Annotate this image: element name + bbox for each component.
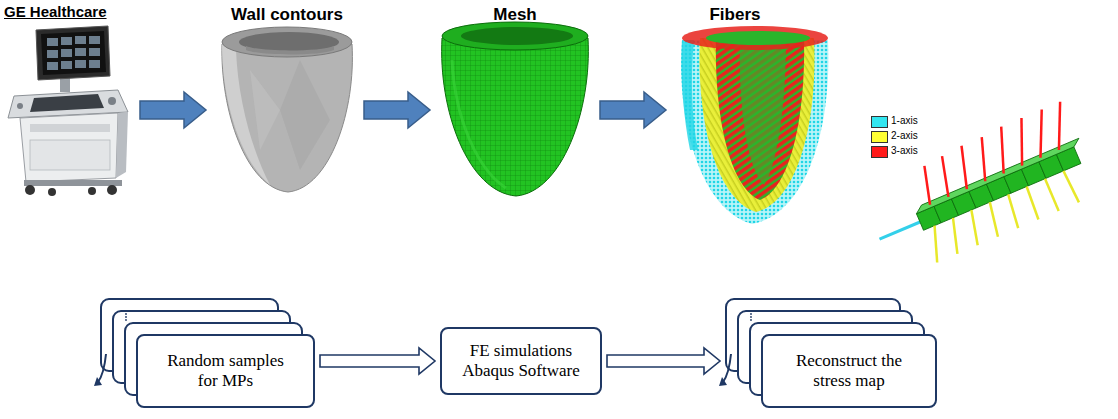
ultrasound-machine	[8, 26, 128, 196]
stack-dots	[125, 313, 127, 315]
fiber-model	[681, 26, 828, 224]
box-text: Reconstruct the stress map	[779, 351, 919, 392]
legend-text: 2-axis	[891, 130, 918, 141]
flow-arrow	[140, 92, 666, 128]
stack-dots	[750, 319, 752, 321]
front-card: Reconstruct the stress map	[761, 334, 937, 408]
stack-curl-arrow	[723, 354, 731, 382]
box-text: Random samples for MPs	[156, 351, 296, 392]
legend-swatch	[871, 116, 888, 128]
box-text: FE simulations Abaqus Software	[451, 341, 591, 382]
process-box: FE simulations Abaqus Software	[440, 327, 602, 395]
front-card: Random samples for MPs	[136, 334, 315, 408]
stack-curl-head	[719, 377, 727, 386]
stack-dots	[750, 313, 752, 315]
stage-title: Mesh	[455, 5, 575, 25]
stack-curl-arrow	[98, 354, 106, 382]
process-box: Reconstruct the stress map	[725, 298, 937, 408]
stack-dots	[750, 316, 752, 318]
legend-text: 1-axis	[891, 115, 918, 126]
legend-text: 3-axis	[891, 145, 918, 156]
stack-curl-head	[94, 377, 102, 386]
process-box: Random samples for MPs	[100, 298, 315, 408]
stack-dots	[125, 316, 127, 318]
wall-contour-model	[222, 27, 353, 192]
hollow-arrow	[320, 348, 435, 374]
legend-swatch	[871, 146, 888, 158]
stage-title: Fibers	[675, 5, 795, 25]
hollow-arrow	[607, 348, 720, 374]
mesh-model	[442, 22, 589, 196]
brand-label: GE Healthcare	[4, 3, 154, 20]
fiber-element	[858, 101, 1102, 280]
legend-swatch	[871, 131, 888, 143]
stage-title: Wall contours	[207, 5, 367, 25]
stack-dots	[125, 319, 127, 321]
